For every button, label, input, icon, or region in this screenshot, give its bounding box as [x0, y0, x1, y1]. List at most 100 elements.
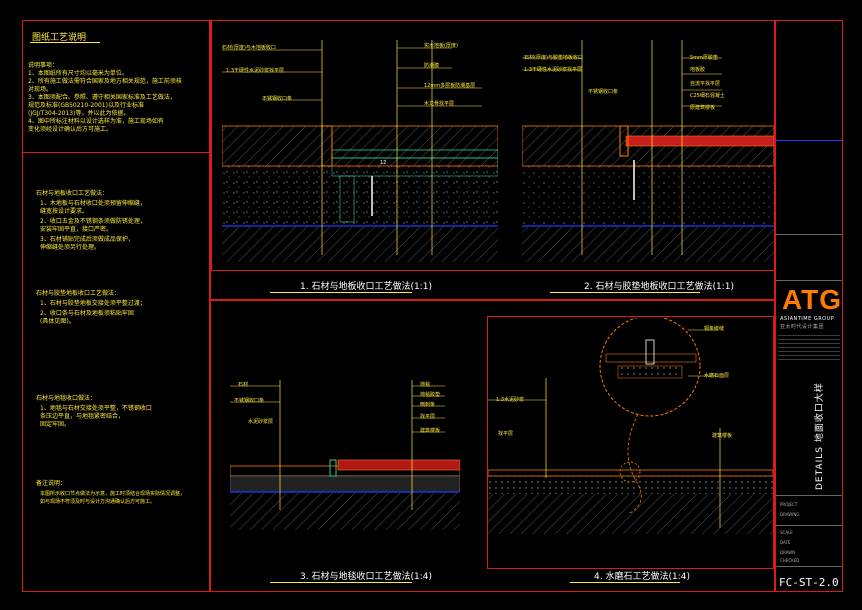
title-block-row: DRAWING	[780, 512, 800, 517]
detail-1-label: 防潮膜	[424, 63, 440, 69]
title-block-row: SCALE	[780, 530, 793, 535]
detail-1-label: 1:3干硬性水泥砂浆找平层	[226, 68, 285, 74]
note-line: 2、收口五金及不锈钢条须做防锈处理，	[40, 218, 146, 225]
detail-4-caption: 4. 水磨石工艺做法(1:4)	[594, 572, 690, 582]
slab-layer	[230, 493, 460, 530]
detail-3-label: 不锈钢收口条	[234, 398, 265, 404]
title-block-lines	[776, 566, 842, 567]
zoom-base	[617, 365, 683, 379]
detail-top-left-frame	[210, 20, 212, 270]
detail-1-dimension: 12	[380, 160, 387, 166]
detail-top-divider	[210, 270, 775, 271]
screed-layer	[230, 475, 460, 493]
title-block-lines	[776, 495, 842, 496]
title-block-frame	[775, 20, 843, 592]
detail-1-drawing	[222, 40, 498, 262]
detail-1-label: 石材(厚度)与木地板收口	[222, 45, 276, 51]
title-block-lines	[776, 280, 842, 281]
note-line: 对现场。	[28, 86, 53, 93]
title-block-row: DATE	[780, 540, 791, 545]
details-bottom-frame	[210, 300, 775, 592]
section2-title: 石材与胶垫地板收口工艺做法：	[36, 290, 121, 297]
terrazzo-layer	[488, 469, 773, 477]
detail-1-label: 12mm多层板防潮基层	[424, 83, 476, 89]
detail-2-caption: 2. 石材与胶垫地板收口工艺做法(1:1)	[584, 282, 734, 292]
detail-1-label: 实木地板(厚度)	[424, 43, 458, 49]
project-title-vertical: DETAILS 地面收口大样	[815, 382, 825, 490]
title-block-lines	[776, 234, 842, 235]
atg-logo-subtitle: ASIANTIME GROUP	[780, 316, 835, 322]
section3-title: 石材与地毯收口做法：	[36, 395, 97, 402]
joist	[339, 175, 355, 223]
note-line: (具体见图)。	[40, 318, 75, 325]
detail-2-caption-rule	[550, 292, 700, 293]
stone-layer	[222, 125, 498, 167]
note-line: 4、图中所标注材料以设计选样为准，施工现场如有	[28, 118, 164, 125]
detail-3-caption: 3. 石材与地毯收口工艺做法(1:4)	[300, 572, 432, 582]
detail-1-label: 木龙骨找平层	[424, 101, 455, 107]
trim-strip	[329, 459, 337, 477]
note-line: 2、所有施工做法需符合国家及地方相关规范，施工前须核	[28, 78, 182, 85]
title-block-row: DRAWN	[780, 550, 796, 555]
note-line: 3、本图须配合、参照、遵守相关国家标准及工艺做法，	[28, 94, 176, 101]
notes-header-divider	[22, 152, 210, 153]
sheet-number: FC-ST-2.0	[779, 576, 839, 589]
atg-logo: ATG	[782, 284, 843, 315]
title-block-lines	[776, 140, 842, 141]
detail-4-label: 建筑楼板	[712, 433, 733, 439]
note-line: 1、木地板与石材收口处须预留伸缩缝，	[40, 200, 146, 207]
detail-2-label: 原建筑楼板	[690, 105, 716, 111]
title-block-fineprint	[778, 335, 840, 360]
notes-panel-frame	[22, 20, 210, 592]
note-line: 条压边平直，与地毯紧密结合，	[40, 413, 125, 420]
note-line: 规范及标准(GB50210-2001)以及行业标准	[28, 102, 144, 109]
screed-layer	[522, 166, 774, 226]
section1-title: 石材与地板收口工艺做法：	[36, 190, 109, 197]
detail-3-label: 建筑楼板	[420, 428, 441, 434]
notes-title: 图纸工艺说明	[32, 33, 87, 43]
mortar-layer	[488, 476, 773, 494]
note-line: 本图所示收口节点做法为示意，施工时须结合现场实际情况调整，	[40, 491, 186, 497]
zoom-top-layer	[605, 353, 697, 363]
note-line: 3、石材铺贴完成后须做成品保护，	[40, 236, 134, 243]
detail-2-label: 1:3干硬性水泥砂浆找平层	[524, 67, 583, 73]
note-line: 说明事项：	[28, 62, 59, 69]
section4-title: 备注说明：	[36, 480, 67, 487]
detail-2-label: 5mm厚胶垫	[690, 55, 718, 61]
detail-4-drawing	[488, 318, 773, 534]
note-line: 安装牢固平直，接口严密。	[40, 226, 113, 233]
detail-2-label: 地板胶	[690, 67, 706, 73]
detail-2-label: C25细石混凝土	[690, 93, 725, 99]
slab-layer	[222, 227, 498, 262]
detail-4-frame	[487, 316, 774, 569]
detail-4-label: 水磨石面层	[704, 373, 730, 379]
note-line: 变化须经设计确认后方可施工。	[28, 126, 113, 133]
plywood-base	[331, 157, 498, 177]
detail-1-caption: 1. 石材与地板收口工艺做法(1:1)	[300, 282, 432, 292]
screed-layer	[222, 166, 498, 226]
note-line: 如与现场不符须及时与设计方沟通确认后方可施工。	[40, 499, 156, 505]
carpet-layer	[337, 459, 460, 471]
note-line: 伸缩缝处须另行处理。	[40, 244, 101, 251]
title-block-lines	[776, 525, 842, 526]
detail-2-label: 自流平找平层	[690, 81, 721, 87]
detail-3-label: 地毯胶垫	[420, 392, 441, 398]
notes-title-underline	[30, 42, 100, 43]
title-block-row: PROJECT	[780, 502, 798, 507]
slab-layer	[488, 494, 773, 534]
note-line: 2、收口条与石材及地板须粘贴牢固	[40, 310, 134, 317]
detail-2-label: 不锈钢收口条	[588, 89, 619, 95]
title-block-row: CHECKED	[780, 558, 800, 563]
detail-ref-circle	[619, 461, 641, 483]
slab-layer	[522, 227, 774, 262]
detail-4-caption-rule	[570, 582, 680, 583]
atg-logo-subtitle-cn: 亚太时代设计集团	[780, 324, 825, 330]
note-line: 固定牢固。	[40, 421, 71, 428]
note-line: 1、地毯与石材交接处须平整，不锈钢收口	[40, 405, 152, 412]
detail-3-caption-rule	[270, 582, 412, 583]
detail-3-drawing	[230, 380, 460, 530]
detail-4-label: 铜条嵌缝	[704, 326, 725, 332]
detail-1-label: 不锈钢收口条	[262, 96, 293, 102]
detail-3-label: 水泥砂浆层	[248, 419, 274, 425]
detail-3-label: 石材	[238, 382, 249, 388]
